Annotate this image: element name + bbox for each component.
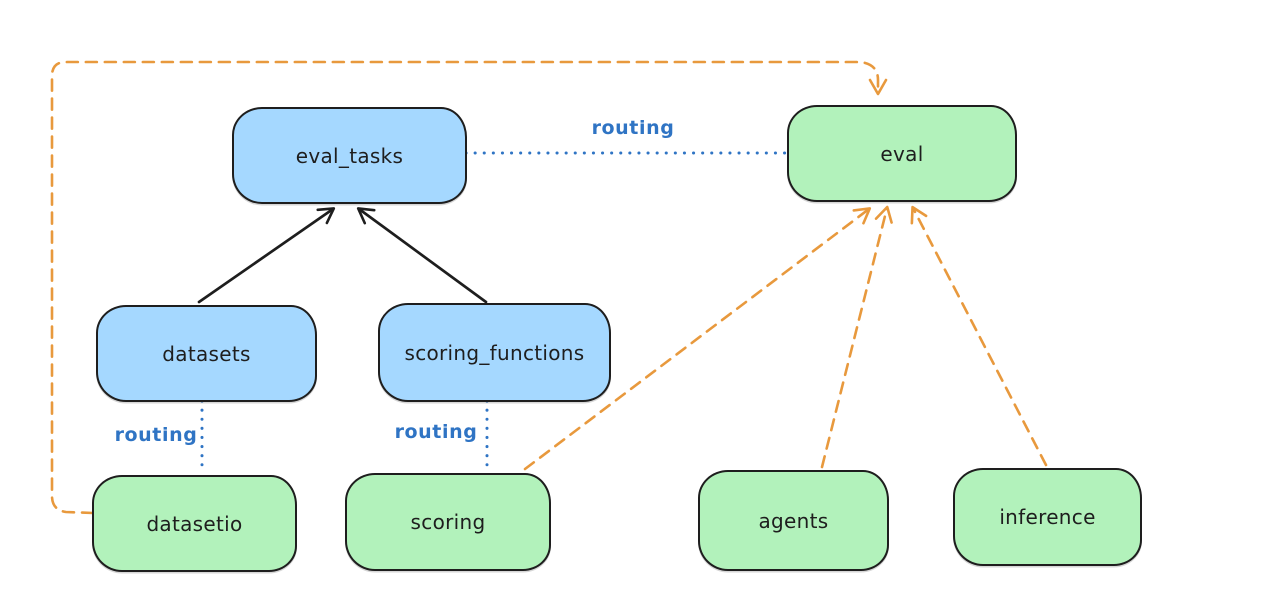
node-datasetio: datasetio (92, 475, 297, 572)
node-eval-label: eval (880, 141, 924, 166)
node-datasets: datasets (96, 305, 317, 402)
edge-label-routing-scoring-functions-scoring: routing (394, 421, 478, 443)
node-eval: eval (787, 105, 1017, 202)
node-agents-label: agents (758, 508, 829, 533)
node-datasets-label: datasets (162, 341, 251, 366)
edge-inference-to-eval (910, 205, 1048, 467)
node-scoring: scoring (345, 473, 551, 571)
node-inference: inference (953, 468, 1142, 566)
edge-label-routing-eval-tasks-eval: routing (591, 117, 675, 139)
node-eval-tasks-label: eval_tasks (295, 143, 404, 168)
edge-scoring-to-eval (523, 207, 872, 471)
node-scoring-functions-label: scoring_functions (404, 340, 585, 365)
node-agents: agents (698, 470, 889, 571)
node-scoring-label: scoring (410, 510, 486, 534)
edge-datasets-to-eval-tasks (197, 207, 336, 304)
edge-scoring-functions-to-eval-tasks (356, 207, 488, 304)
node-scoring-functions: scoring_functions (378, 303, 611, 402)
edge-agents-to-eval (820, 205, 893, 469)
node-inference-label: inference (999, 505, 1096, 529)
edge-label-routing-datasets-datasetio: routing (114, 424, 198, 446)
node-datasetio-label: datasetio (146, 511, 243, 536)
edge-datasetio-to-eval (50, 60, 888, 515)
node-eval-tasks: eval_tasks (232, 107, 467, 204)
